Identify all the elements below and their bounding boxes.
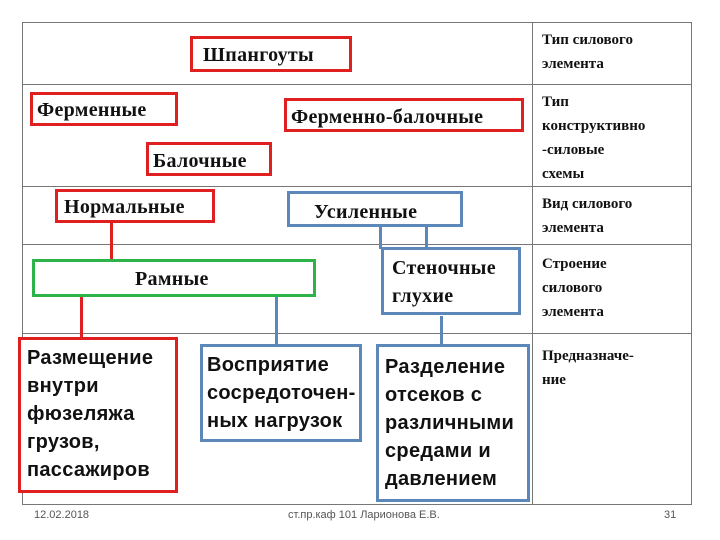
footer-date: 12.02.2018 [34, 509, 90, 521]
footer-author: ст.пр.каф 101 Ларионова Е.В. [288, 509, 440, 521]
node-ramnye: Рамные [32, 259, 316, 297]
node-usilennye: Усиленные [287, 191, 463, 227]
connector-wall-to-separation [440, 316, 443, 346]
connector-normal-to-frame [110, 222, 113, 262]
connector-frame-to-placement [80, 297, 83, 339]
node-normalnye-label: Нормальные [64, 196, 185, 218]
node-vospriyatie-line2: сосредоточен- [207, 382, 356, 404]
node-razdelenie-line5: давлением [385, 468, 498, 490]
connector-frame-to-perception-v [275, 297, 278, 345]
connector-reinforced-right [425, 225, 428, 249]
row-label-kind-1: Вид силового [542, 196, 633, 212]
row-label-scheme-4: схемы [542, 166, 585, 182]
node-razdelenie-line3: различными [385, 412, 515, 434]
row-divider-4 [22, 333, 692, 334]
node-balochnye-label: Балочные [153, 150, 247, 172]
node-stenochnye-line2: глухие [392, 285, 454, 307]
row-label-structure-3: элемента [542, 304, 604, 320]
node-usilennye-label: Усиленные [314, 201, 418, 223]
row-label-purpose-1: Предназначе- [542, 348, 634, 364]
table-frame [22, 22, 692, 505]
node-razmeschenie-line3: фюзеляжа [27, 403, 135, 425]
node-fermennye: Ферменные [30, 92, 178, 126]
footer-page-number: 31 [664, 509, 677, 521]
row-label-structure-1: Строение [542, 256, 607, 272]
node-razdelenie: Разделение отсеков с различными средами … [376, 344, 530, 502]
node-stenochnye: Стеночные глухие [381, 247, 521, 315]
node-vospriyatie: Восприятие сосредоточен- ных нагрузок [200, 344, 362, 442]
node-razdelenie-line2: отсеков с [385, 384, 483, 406]
row-label-purpose-2: ние [542, 372, 566, 388]
row-label-element-type-2: элемента [542, 56, 604, 72]
node-normalnye: Нормальные [55, 189, 215, 223]
node-ramnye-label: Рамные [135, 268, 209, 290]
node-razmeschenie: Размещение внутри фюзеляжа грузов, пасса… [18, 337, 178, 493]
node-razdelenie-line1: Разделение [385, 356, 506, 378]
node-fermenno-balochnye-label: Ферменно-балочные [291, 106, 484, 128]
row-label-scheme-1: Тип [542, 94, 569, 110]
node-fermennye-label: Ферменные [37, 99, 147, 121]
node-razmeschenie-line1: Размещение [27, 347, 154, 369]
row-label-kind-2: элемента [542, 220, 604, 236]
row-label-scheme-2: конструктивно [542, 118, 646, 134]
node-razmeschenie-line4: грузов, [27, 431, 100, 453]
connector-reinforced-down [379, 225, 382, 249]
row-label-element-type-1: Тип силового [542, 32, 633, 48]
node-razmeschenie-line2: внутри [27, 375, 99, 397]
node-shpangouty-label: Шпангоуты [203, 44, 314, 66]
node-razdelenie-line4: средами и [385, 440, 491, 462]
row-label-structure-2: силового [542, 280, 603, 296]
row-divider-2 [22, 186, 692, 187]
node-vospriyatie-line1: Восприятие [207, 354, 329, 376]
node-vospriyatie-line3: ных нагрузок [207, 410, 343, 432]
node-razmeschenie-line5: пассажиров [27, 459, 151, 481]
row-divider-1 [22, 84, 692, 85]
row-divider-3 [22, 244, 692, 245]
node-fermenno-balochnye: Ферменно-балочные [284, 98, 524, 132]
column-divider [532, 22, 533, 505]
row-label-scheme-3: -силовые [542, 142, 605, 158]
node-shpangouty: Шпангоуты [190, 36, 352, 72]
node-balochnye: Балочные [146, 142, 272, 176]
node-stenochnye-line1: Стеночные [392, 257, 496, 279]
